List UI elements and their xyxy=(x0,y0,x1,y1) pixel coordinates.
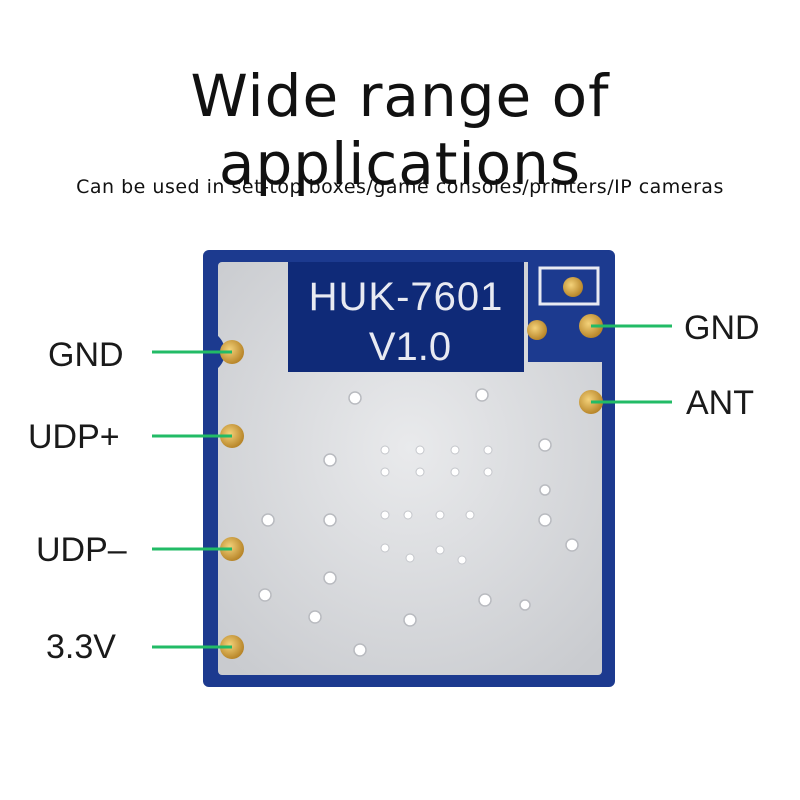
pin-label-udp-minus: UDP– xyxy=(36,531,127,569)
pin-label-3v3: 3.3V xyxy=(46,628,116,666)
silk-bracket xyxy=(538,266,600,306)
silkscreen-block xyxy=(288,262,524,372)
page-title: Wide range of applications xyxy=(190,62,610,198)
pin-label-gnd-right: GND xyxy=(684,309,760,347)
module-model: HUK-7601 xyxy=(309,275,504,319)
shield-dimples xyxy=(258,388,579,657)
corner-pad xyxy=(563,277,583,297)
pin-label-ant: ANT xyxy=(686,384,754,422)
via-grid xyxy=(380,445,493,565)
page-subtitle: Can be used in set-top boxes/game consol… xyxy=(76,176,724,198)
pin-label-udp-plus: UDP+ xyxy=(28,418,120,456)
leader-lines xyxy=(152,324,672,649)
corner-pad xyxy=(527,320,547,340)
module-version: V1.0 xyxy=(369,325,451,369)
pin-label-gnd-left: GND xyxy=(48,336,124,374)
